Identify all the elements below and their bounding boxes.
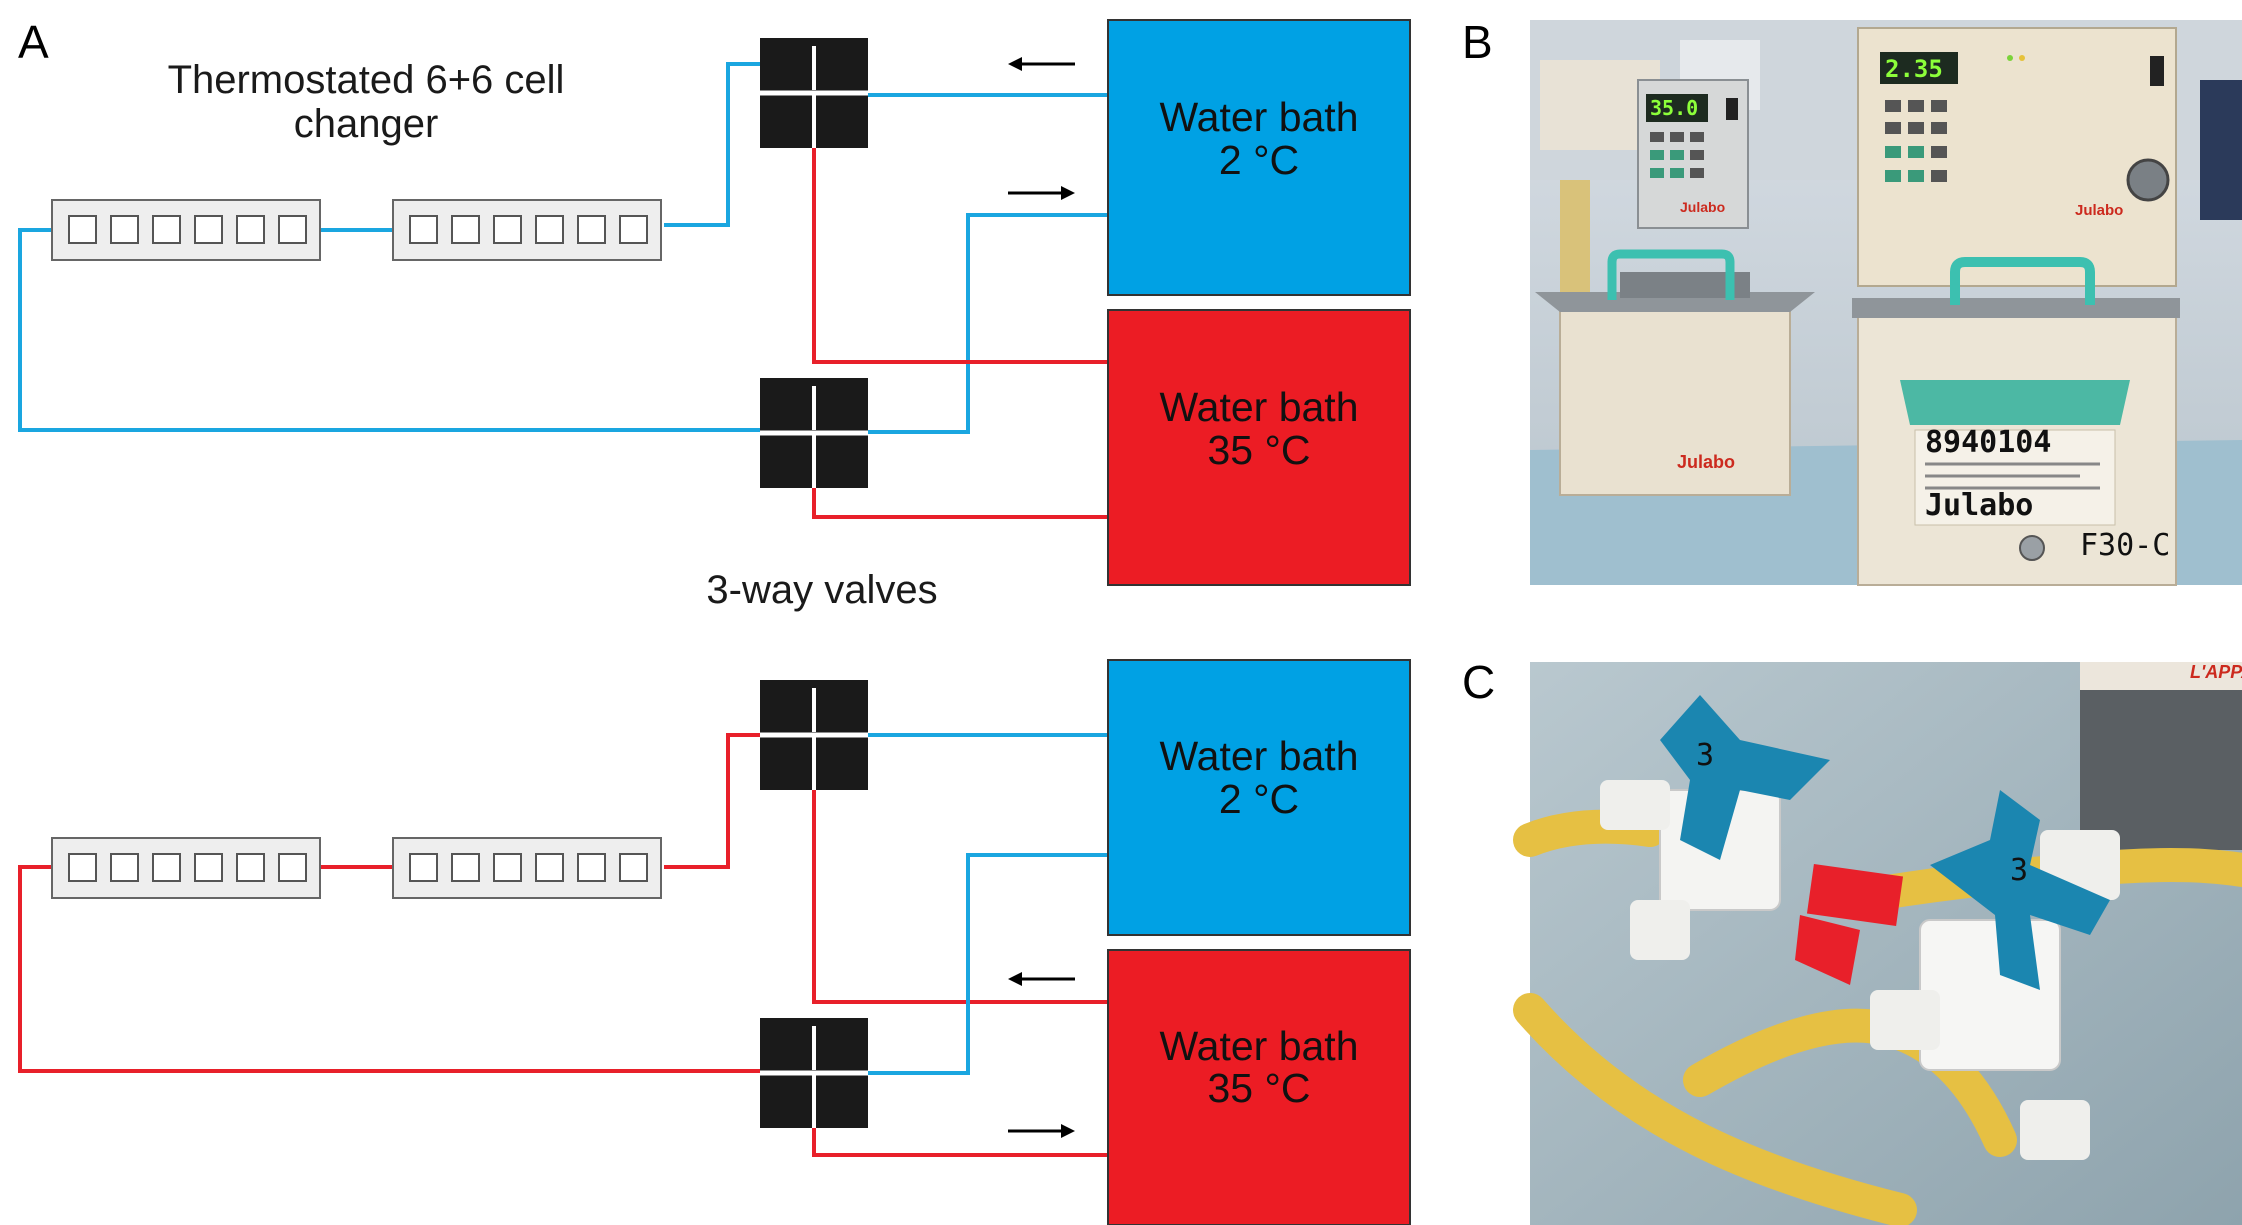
lower-cell-changer-left <box>51 837 321 899</box>
valve-photo-left: 3 <box>1600 695 1830 960</box>
panel-c-corner-text: L'APPA <box>2190 662 2242 682</box>
cell-changer-label-line2: changer <box>294 102 439 146</box>
valves-label: 3-way valves <box>706 568 937 612</box>
cell-changer-left <box>51 199 321 261</box>
panel-c-letter: C <box>1462 656 1495 708</box>
lower-flow-arrow-outgoing <box>1008 972 1075 986</box>
lower-water-bath-cold-label: Water bath <box>1159 733 1358 779</box>
lower-water-bath-cold-temp: 2 °C <box>1219 776 1299 822</box>
lower-three-way-valve-lower <box>760 1018 868 1128</box>
large-bath-brand: Julabo <box>2075 202 2123 219</box>
water-bath-cold <box>1107 19 1411 296</box>
large-bath-model: F30-C <box>2080 528 2170 563</box>
lower-water-bath-hot <box>1107 949 1411 1225</box>
water-bath-cold-temp: 2 °C <box>1219 137 1299 183</box>
large-bath-display: 2.35 <box>1885 55 1943 83</box>
lower-water-bath-cold <box>1107 659 1411 936</box>
flow-arrow-outgoing <box>1008 57 1075 71</box>
three-way-valve-upper <box>760 38 868 148</box>
panel-b-letter: B <box>1462 16 1493 68</box>
water-bath-cold-label: Water bath <box>1159 94 1358 140</box>
flow-arrow-incoming <box>1008 186 1075 200</box>
large-bath-label-brand: Julabo <box>1925 488 2033 523</box>
lower-three-way-valve-upper <box>760 680 868 790</box>
cell-changer-right <box>392 199 662 261</box>
small-water-bath: 35.0 Julabo Julabo <box>1535 79 1815 496</box>
water-bath-hot <box>1107 309 1411 586</box>
three-way-valve-lower <box>760 378 868 488</box>
cold-circuit-lines <box>18 62 1108 434</box>
panel-a-top-schematic: Water bath 2 °C Water bath 35 °C <box>18 19 1411 586</box>
panel-c-photo: L'APPA 3 3 <box>1513 662 2242 1225</box>
large-water-bath: 2.35 Julabo 8940104 Julabo F30-C <box>1852 27 2180 586</box>
large-bath-label-number: 8940104 <box>1925 425 2051 460</box>
hot-circuit-lines <box>812 148 1108 519</box>
valve-photo-right-number: 3 <box>2010 853 2028 888</box>
lower-flow-arrow-incoming <box>1008 1124 1075 1138</box>
panel-b-photo: 35.0 Julabo Julabo 2.35 Julabo <box>1530 20 2242 586</box>
water-bath-hot-label: Water bath <box>1159 384 1358 430</box>
valve-photo-left-number: 3 <box>1696 738 1714 773</box>
small-bath-front-brand: Julabo <box>1677 452 1735 472</box>
cell-changer-label-line1: Thermostated 6+6 cell <box>168 58 565 102</box>
small-bath-brand: Julabo <box>1680 199 1725 215</box>
small-bath-display: 35.0 <box>1650 96 1698 120</box>
lower-cell-changer-right <box>392 837 662 899</box>
valve-photo-right: 3 <box>1870 790 2120 1160</box>
panel-a-bottom-schematic: Water bath 2 °C Water bath 35 °C <box>18 659 1411 1225</box>
lower-cold-circuit-lines <box>868 733 1108 1075</box>
lower-hot-circuit-lines <box>18 733 1108 1157</box>
lower-water-bath-hot-temp: 35 °C <box>1207 1065 1310 1111</box>
lower-water-bath-hot-label: Water bath <box>1159 1023 1358 1069</box>
water-bath-hot-temp: 35 °C <box>1207 427 1310 473</box>
panel-a-letter: A <box>18 16 49 68</box>
